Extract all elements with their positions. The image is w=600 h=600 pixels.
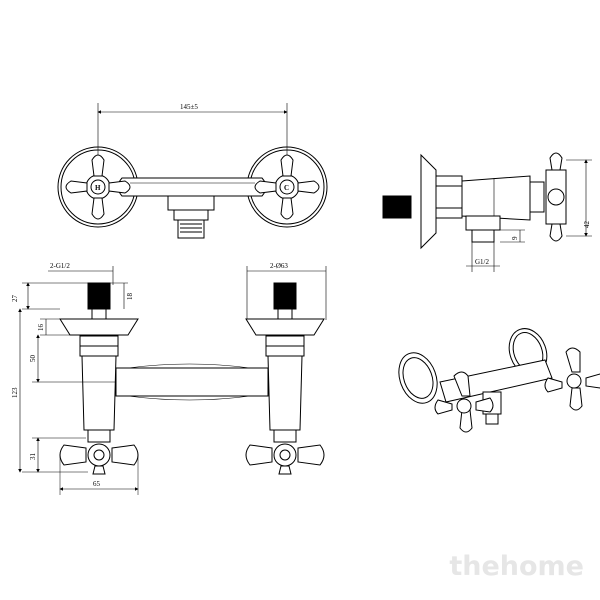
side-view <box>382 152 592 272</box>
dim-65: 65 <box>93 480 101 488</box>
side-offset-dimension: 9 <box>511 236 519 240</box>
watermark-logo: thehome <box>449 551 584 582</box>
dim-18: 18 <box>126 293 134 301</box>
top-view <box>57 103 328 239</box>
cold-mark: C <box>284 184 289 192</box>
dim-16: 16 <box>37 324 45 332</box>
hot-mark: H <box>95 184 101 192</box>
top-width-dimension: 145±5 <box>180 103 198 111</box>
side-thread-label: G1/2 <box>475 258 490 266</box>
side-height-dimension: 42 <box>583 221 591 229</box>
dim-50: 50 <box>29 355 37 363</box>
dim-31: 31 <box>29 453 37 461</box>
dim-123: 123 <box>11 387 19 398</box>
front-view <box>18 266 327 495</box>
thread-left-label: 2-G1/2 <box>50 262 70 270</box>
dim-27: 27 <box>11 295 19 303</box>
isometric-view <box>398 328 600 433</box>
flange-right-label: 2-Ø63 <box>270 262 288 270</box>
